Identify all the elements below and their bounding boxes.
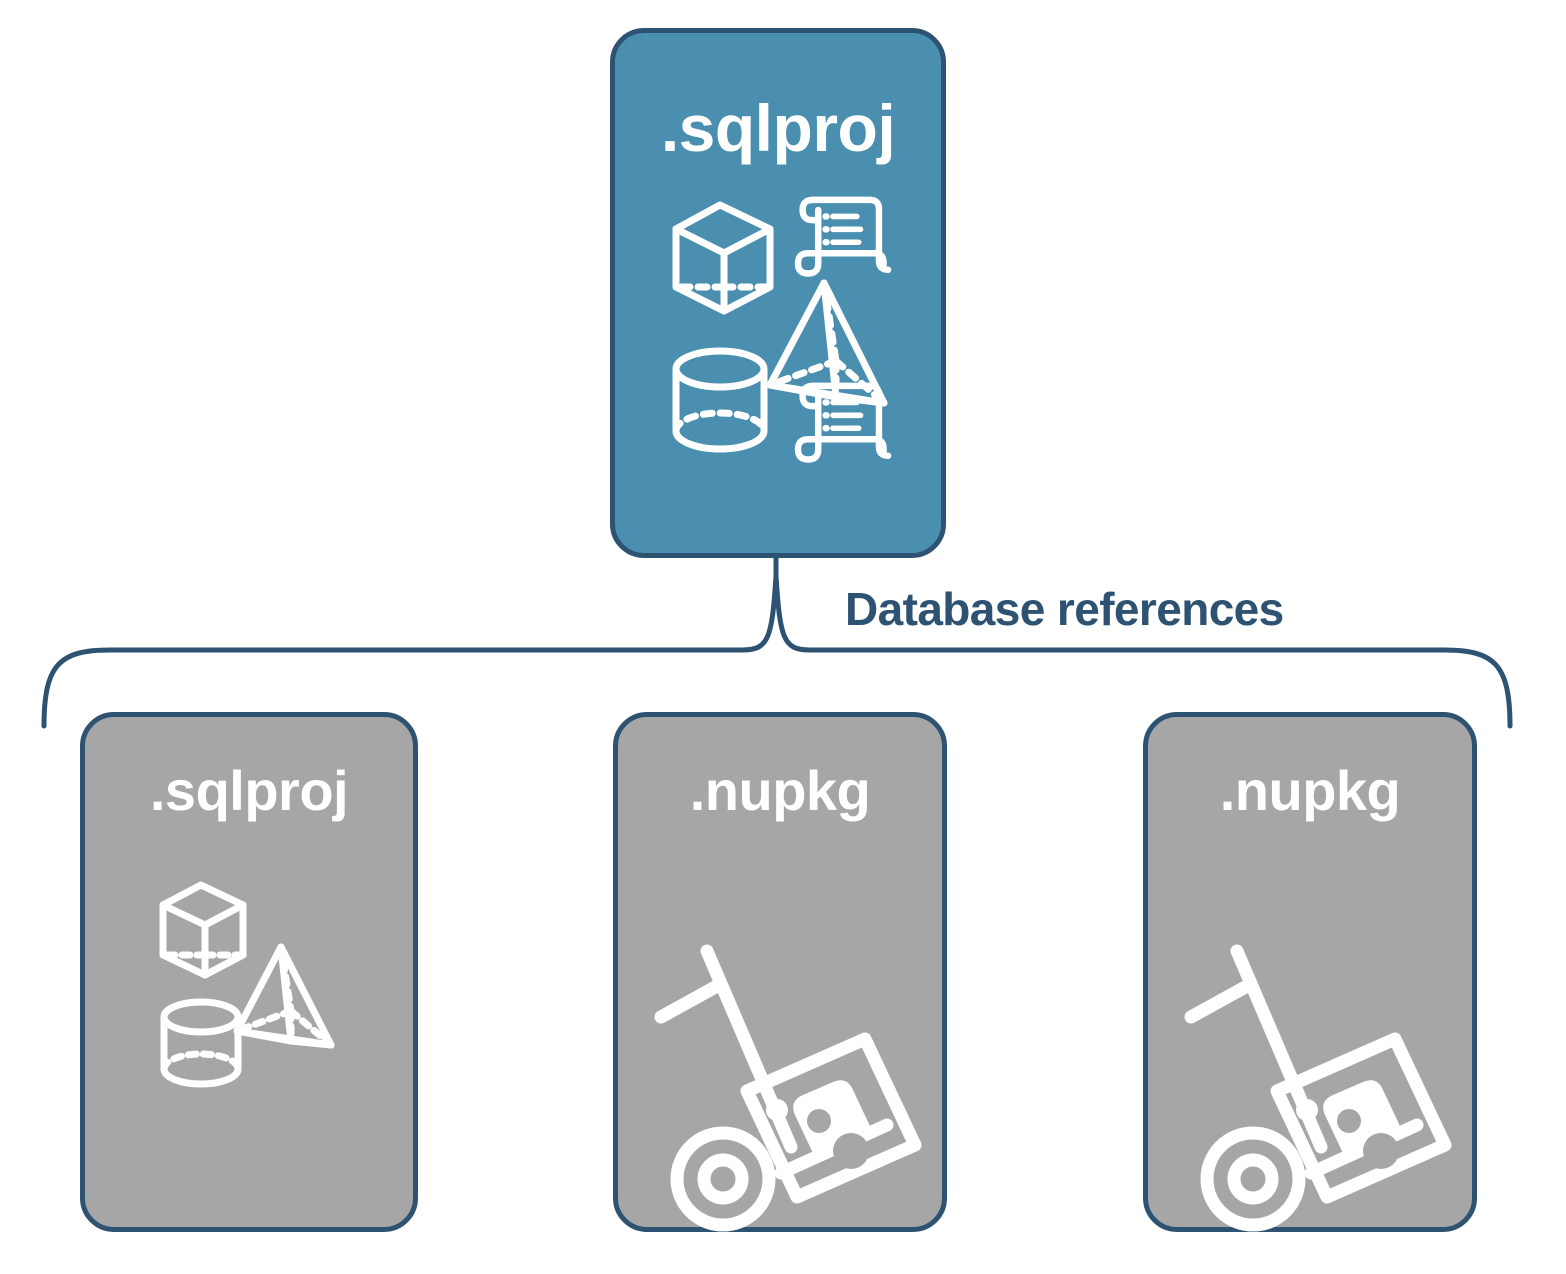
card-title: .nupkg bbox=[1219, 759, 1401, 822]
connector-brace bbox=[41, 573, 1513, 729]
card-title: .sqlproj bbox=[149, 759, 349, 822]
node-card-sqlproj-primary[interactable]: .sqlproj bbox=[610, 28, 946, 558]
card-artwork bbox=[615, 183, 941, 463]
card-title: .sqlproj bbox=[660, 91, 896, 165]
card-artwork bbox=[618, 857, 942, 1237]
cylinder-icon bbox=[160, 998, 242, 1088]
cylinder-icon bbox=[672, 347, 768, 453]
cube-icon bbox=[672, 201, 774, 315]
scroll-icon bbox=[794, 196, 892, 277]
node-card-sqlproj-reference[interactable]: .sqlproj bbox=[80, 712, 418, 1232]
cube-icon bbox=[159, 881, 247, 979]
pyramid-icon bbox=[233, 943, 335, 1049]
card-title: .nupkg bbox=[689, 759, 871, 822]
node-card-nupkg-reference-2[interactable]: .nupkg bbox=[1143, 712, 1477, 1232]
hand-truck-package-icon bbox=[654, 944, 922, 1232]
card-artwork bbox=[85, 867, 413, 1107]
scroll-icon bbox=[794, 382, 892, 463]
connector-label: Database references bbox=[845, 583, 1284, 635]
node-card-nupkg-reference-1[interactable]: .nupkg bbox=[613, 712, 947, 1232]
card-artwork bbox=[1148, 857, 1472, 1237]
hand-truck-package-icon bbox=[1184, 944, 1452, 1232]
